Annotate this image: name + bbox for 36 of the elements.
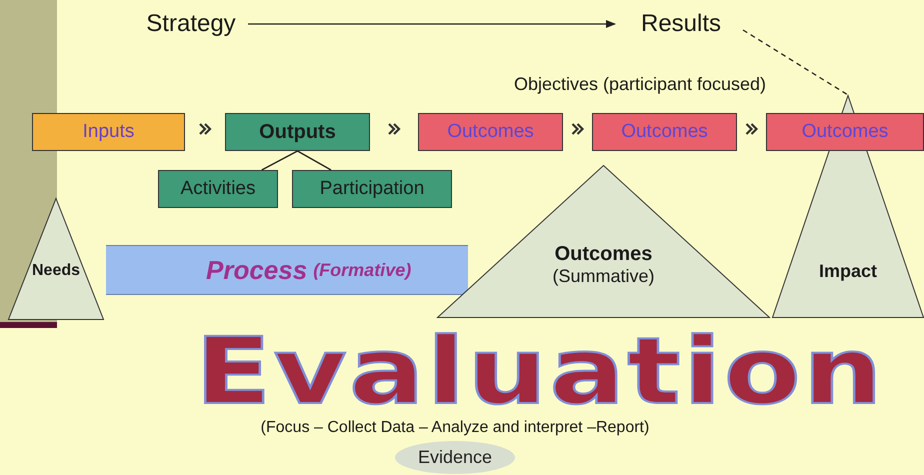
chevron-arrow [571,122,584,136]
chevron-arrow [198,122,212,136]
flow-label: Strategy [140,8,242,40]
process-box [292,170,452,208]
process-steps-note: (Focus – Collect Data – Analyze and interpret –Report) [260,419,650,437]
process-label: Process [206,254,308,286]
triangle-shape [437,165,770,318]
node-label: Activities [180,178,256,200]
process-box [225,113,370,151]
process-label: (Formative) [313,260,412,280]
node-label: Outcomes [447,121,534,143]
flow-label: Results [625,8,737,40]
chevron-arrow [745,122,758,136]
process-box [418,113,563,151]
triangle-shape [772,95,924,318]
node-label: Needs [32,261,80,280]
node-label: Inputs [82,121,134,143]
arrow [248,20,616,28]
node-label: Outcomes [621,121,708,143]
dashed-line [742,29,848,96]
triangle-shape [8,198,104,320]
connector-line [261,150,298,171]
node-label: Outcomes [802,121,888,143]
node-label: Participation [320,178,424,200]
node-label: Outputs [259,120,336,144]
node-label: Outcomes [554,242,652,266]
connector-line [297,150,332,171]
node-label: Evidence [418,447,492,468]
objectives-label: Objectives (participant focused) [512,74,768,95]
chevron-arrow [388,122,401,136]
process-box [592,113,737,151]
node-label: (Summative) [552,266,654,288]
process-box [32,113,185,151]
process-box [158,170,278,208]
node-label: Impact [818,261,878,283]
process-band [106,245,468,295]
